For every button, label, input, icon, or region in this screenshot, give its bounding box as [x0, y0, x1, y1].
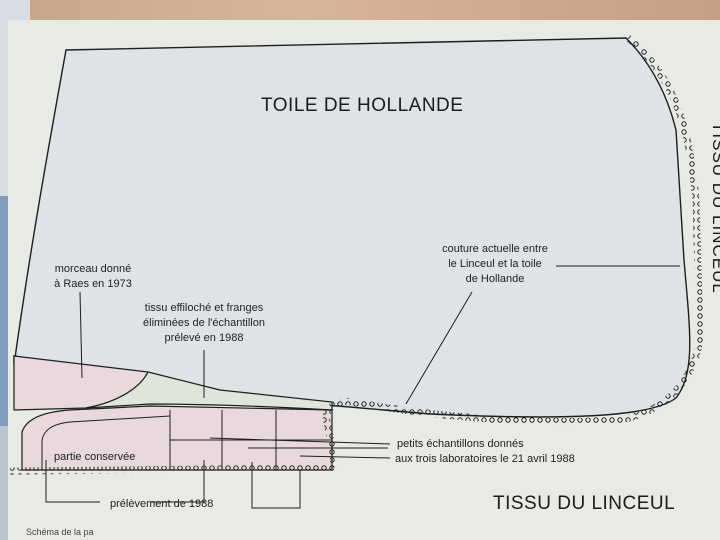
seam-label-line-2: le Linceul et la toile — [428, 257, 562, 272]
samples-label-line-2: aux trois laboratoires le 21 avril 1988 — [395, 452, 575, 467]
conserved-part-label: partie conservée — [54, 450, 135, 465]
shroud-fabric-title-bottom: TISSU DU LINCEUL — [493, 496, 675, 511]
shroud-fabric-title-right: TISSU DU LINCEUL — [708, 122, 720, 294]
samples-label-line-1: petits échantillons donnés — [395, 437, 575, 452]
seam-stitches-bottom — [10, 468, 334, 471]
frayed-label-line-2: éliminées de l'échantillon — [128, 316, 280, 331]
raes-label-line-2: à Raes en 1973 — [48, 277, 138, 292]
frayed-label-line-1: tissu effiloché et franges — [128, 301, 280, 316]
seam-label-line-3: de Hollande — [428, 272, 562, 287]
frayed-label-line-3: prélevé en 1988 — [128, 331, 280, 346]
sampling-1988-label: prélèvement de 1988 — [110, 497, 213, 512]
caption-text: Schéma de la pa — [26, 527, 94, 537]
raes-label: morceau donné à Raes en 1973 — [48, 262, 138, 292]
seam-label-line-1: couture actuelle entre — [428, 242, 562, 257]
holland-cloth-title: TOILE DE HOLLANDE — [261, 98, 463, 113]
samples-label: petits échantillons donnés aux trois lab… — [395, 437, 575, 467]
seam-label: couture actuelle entre le Linceul et la … — [428, 242, 562, 287]
raes-label-line-1: morceau donné — [48, 262, 138, 277]
frayed-fabric-label: tissu effiloché et franges éliminées de … — [128, 301, 280, 346]
